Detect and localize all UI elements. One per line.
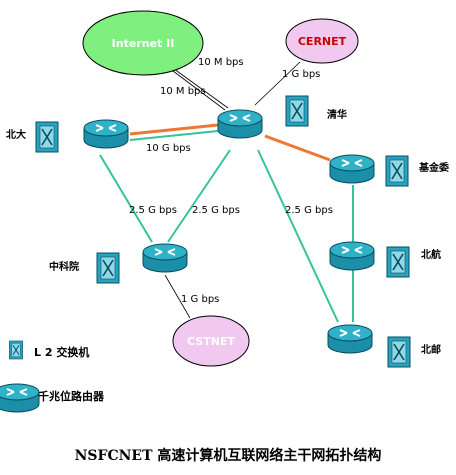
switch-beiyou bbox=[387, 336, 411, 368]
link-beida-qinghua-b bbox=[129, 130, 219, 141]
legend-router-label: 千兆位路由器 bbox=[38, 390, 104, 403]
link-qinghua-jijinwei bbox=[264, 134, 331, 162]
jijinwei-label: 基金委 bbox=[419, 163, 449, 174]
link-qinghua-beiyou bbox=[257, 149, 339, 323]
link-label-qinghua-zky: 2.5 G bps bbox=[192, 205, 240, 216]
link-label-beida-qinghua: 10 G bps bbox=[146, 143, 191, 154]
internet2-label: Internet II bbox=[112, 37, 175, 50]
switch-jijinwei bbox=[385, 155, 409, 187]
beida-label: 北大 bbox=[6, 130, 26, 141]
legend-switch-icon bbox=[8, 340, 24, 360]
link-qinghua-internet2-b bbox=[169, 65, 229, 109]
router-zky bbox=[142, 243, 188, 273]
link-label-zky-cstnet: 1 G bps bbox=[181, 294, 220, 305]
link-beida-zky bbox=[99, 154, 153, 243]
router-qinghua bbox=[217, 109, 263, 139]
link-qinghua-cernet bbox=[254, 61, 301, 106]
switch-beihang bbox=[386, 246, 410, 278]
beihang-label: 北航 bbox=[421, 250, 441, 261]
router-beihang bbox=[329, 241, 375, 271]
legend-router-icon bbox=[0, 383, 40, 413]
diagram-title: NSFCNET 高速计算机互联网络主干网拓扑结构 bbox=[74, 448, 382, 464]
cernet-label: CERNET bbox=[298, 35, 347, 48]
link-qinghua-internet2 bbox=[164, 64, 226, 111]
legend-switch-label: L 2 交换机 bbox=[34, 346, 90, 359]
cstnet-label: CSTNET bbox=[187, 335, 235, 348]
link-label-inet-bottom: 10 M bps bbox=[160, 86, 206, 97]
switch-qinghua bbox=[285, 95, 309, 127]
cernet-cloud bbox=[285, 18, 359, 64]
link-label-inet-top: 10 M bps bbox=[198, 57, 244, 68]
cstnet-cloud bbox=[172, 315, 250, 367]
zhongkeyuan-label: 中科院 bbox=[49, 262, 79, 273]
qinghua-label: 清华 bbox=[327, 110, 347, 121]
link-zky-cstnet bbox=[164, 274, 191, 319]
internet2-cloud bbox=[82, 10, 204, 76]
link-beida-qinghua bbox=[129, 123, 219, 136]
router-beiyou bbox=[327, 324, 373, 354]
switch-beida bbox=[35, 121, 59, 153]
beiyou-label: 北邮 bbox=[421, 345, 441, 356]
link-label-qinghua-beiyou: 2.5 G bps bbox=[285, 205, 333, 216]
router-beida bbox=[83, 119, 129, 149]
link-label-cernet: 1 G bps bbox=[282, 69, 321, 80]
link-label-beida-zky: 2.5 G bps bbox=[129, 205, 177, 216]
link-qinghua-zky bbox=[167, 149, 231, 243]
switch-zky bbox=[96, 252, 120, 284]
router-jijinwei bbox=[329, 154, 375, 184]
